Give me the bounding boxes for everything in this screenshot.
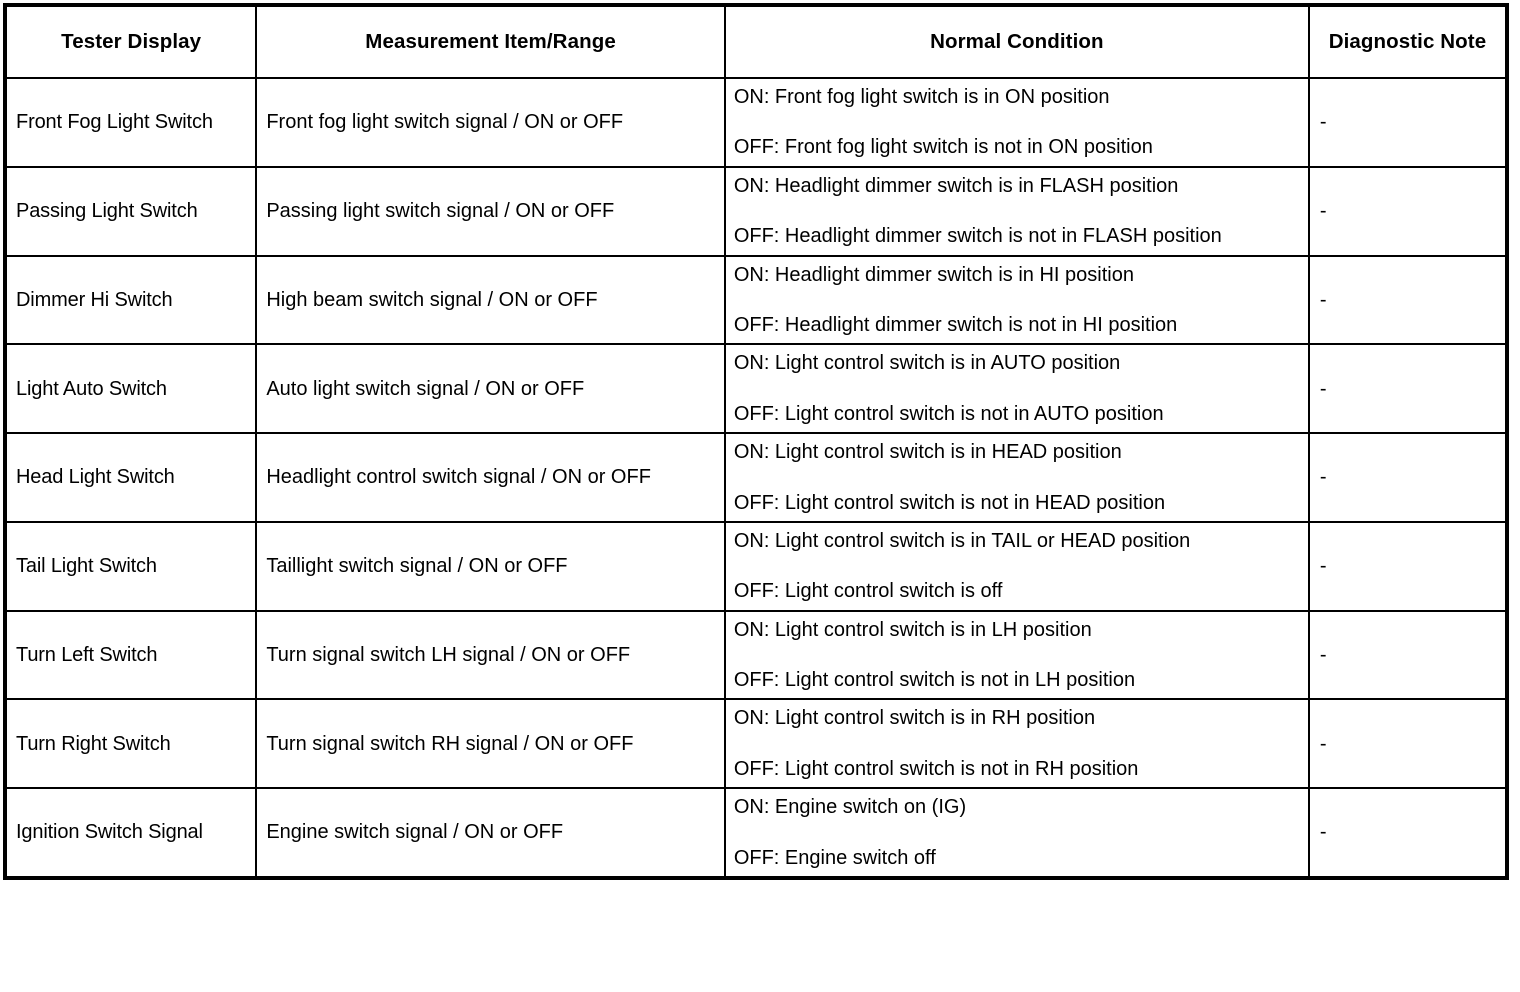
cell-tester-display: Ignition Switch Signal	[3, 787, 258, 880]
condition-off-text: OFF: Front fog light switch is not in ON…	[733, 136, 1153, 159]
table-row: Tail Light Switch Taillight switch signa…	[3, 520, 1509, 612]
table-body: Front Fog Light Switch Front fog light s…	[3, 77, 1509, 880]
cell-normal-condition: ON: Light control switch is in RH positi…	[723, 698, 1310, 790]
cell-measurement-item: Turn signal switch LH signal / ON or OFF	[255, 609, 726, 701]
condition-off-text: OFF: Light control switch is not in LH p…	[733, 669, 1136, 692]
cell-normal-condition: ON: Light control switch is in HEAD posi…	[723, 432, 1310, 523]
table-header: Tester Display Measurement Item/Range No…	[3, 4, 1509, 79]
cell-diagnostic-note: -	[1307, 787, 1509, 880]
condition-off-text: OFF: Light control switch is off	[733, 580, 1003, 603]
tester-display-spec-table: Tester Display Measurement Item/Range No…	[3, 3, 1509, 881]
cell-measurement-item: Front fog light switch signal / ON or OF…	[255, 77, 726, 168]
cell-normal-condition: ON: Headlight dimmer switch is in HI pos…	[723, 254, 1310, 346]
cell-measurement-item: Passing light switch signal / ON or OFF	[255, 165, 726, 257]
table-row: Turn Left Switch Turn signal switch LH s…	[3, 609, 1509, 701]
table-row: Turn Right Switch Turn signal switch RH …	[3, 698, 1509, 790]
condition-off-text: OFF: Headlight dimmer switch is not in H…	[733, 313, 1178, 336]
cell-diagnostic-note: -	[1307, 432, 1509, 523]
condition-on-text: ON: Headlight dimmer switch is in FLASH …	[733, 174, 1179, 197]
condition-on-text: ON: Light control switch is in LH positi…	[733, 618, 1092, 641]
cell-diagnostic-note: -	[1307, 520, 1509, 612]
condition-off-text: OFF: Light control switch is not in HEAD…	[733, 491, 1166, 514]
condition-off-text: OFF: Light control switch is not in RH p…	[733, 757, 1139, 780]
condition-on-text: ON: Engine switch on (IG)	[733, 796, 967, 819]
cell-normal-condition: ON: Engine switch on (IG) OFF: Engine sw…	[723, 787, 1310, 880]
cell-normal-condition: ON: Headlight dimmer switch is in FLASH …	[723, 165, 1310, 257]
condition-off-text: OFF: Light control switch is not in AUTO…	[733, 402, 1164, 425]
table-header-row: Tester Display Measurement Item/Range No…	[3, 4, 1509, 79]
cell-tester-display: Tail Light Switch	[3, 520, 258, 612]
condition-off-text: OFF: Engine switch off	[733, 846, 936, 869]
cell-measurement-item: Turn signal switch RH signal / ON or OFF	[255, 698, 726, 790]
cell-measurement-item: Engine switch signal / ON or OFF	[255, 787, 726, 880]
condition-off-text: OFF: Headlight dimmer switch is not in F…	[733, 225, 1222, 248]
cell-diagnostic-note: -	[1307, 343, 1509, 435]
table-row: Passing Light Switch Passing light switc…	[3, 165, 1509, 257]
cell-tester-display: Turn Right Switch	[3, 698, 258, 790]
cell-tester-display: Light Auto Switch	[3, 343, 258, 435]
condition-on-text: ON: Headlight dimmer switch is in HI pos…	[733, 263, 1134, 286]
cell-tester-display: Passing Light Switch	[3, 165, 258, 257]
condition-on-text: ON: Light control switch is in TAIL or H…	[733, 529, 1191, 552]
cell-diagnostic-note: -	[1307, 165, 1509, 257]
table-row: Light Auto Switch Auto light switch sign…	[3, 343, 1509, 435]
column-header-normal-condition: Normal Condition	[723, 4, 1310, 79]
cell-normal-condition: ON: Light control switch is in LH positi…	[723, 609, 1310, 701]
cell-diagnostic-note: -	[1307, 77, 1509, 168]
condition-on-text: ON: Front fog light switch is in ON posi…	[733, 86, 1110, 108]
condition-on-text: ON: Light control switch is in RH positi…	[733, 707, 1096, 730]
cell-measurement-item: Headlight control switch signal / ON or …	[255, 432, 726, 523]
cell-measurement-item: High beam switch signal / ON or OFF	[255, 254, 726, 346]
cell-diagnostic-note: -	[1307, 698, 1509, 790]
table-row: Front Fog Light Switch Front fog light s…	[3, 77, 1509, 168]
cell-normal-condition: ON: Light control switch is in TAIL or H…	[723, 520, 1310, 612]
table-row: Head Light Switch Headlight control swit…	[3, 432, 1509, 523]
cell-tester-display: Head Light Switch	[3, 432, 258, 523]
cell-normal-condition: ON: Light control switch is in AUTO posi…	[723, 343, 1310, 435]
table-row: Ignition Switch Signal Engine switch sig…	[3, 787, 1509, 880]
table-row: Dimmer Hi Switch High beam switch signal…	[3, 254, 1509, 346]
cell-tester-display: Turn Left Switch	[3, 609, 258, 701]
condition-on-text: ON: Light control switch is in HEAD posi…	[733, 441, 1122, 464]
cell-measurement-item: Auto light switch signal / ON or OFF	[255, 343, 726, 435]
condition-on-text: ON: Light control switch is in AUTO posi…	[733, 352, 1121, 375]
column-header-tester-display: Tester Display	[3, 4, 258, 79]
cell-diagnostic-note: -	[1307, 609, 1509, 701]
cell-normal-condition: ON: Front fog light switch is in ON posi…	[723, 77, 1310, 168]
cell-diagnostic-note: -	[1307, 254, 1509, 346]
cell-tester-display: Front Fog Light Switch	[3, 77, 258, 168]
cell-measurement-item: Taillight switch signal / ON or OFF	[255, 520, 726, 612]
column-header-measurement-item: Measurement Item/Range	[255, 4, 726, 79]
cell-tester-display: Dimmer Hi Switch	[3, 254, 258, 346]
column-header-diagnostic-note: Diagnostic Note	[1307, 4, 1509, 79]
